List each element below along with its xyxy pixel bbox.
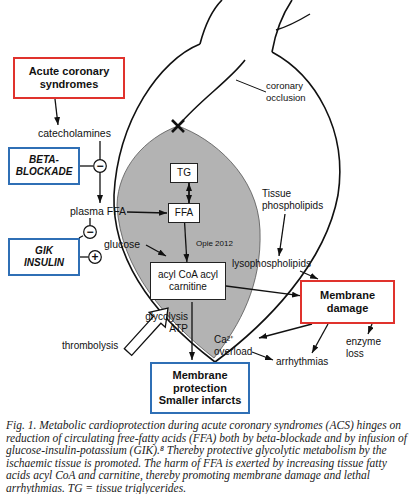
occlusion-mark — [172, 120, 184, 132]
syndrome-box: Acute coronary syndromes — [13, 57, 125, 99]
node-text: − — [86, 226, 93, 238]
promote-circle: + — [88, 250, 102, 264]
connector — [188, 183, 189, 203]
therapy-box: BETA-BLOCKADE — [8, 147, 80, 185]
inhibit-circle: − — [93, 159, 107, 173]
flow-arrow — [300, 271, 318, 279]
connector — [80, 165, 93, 166]
text-label: Ca²⁺ overload — [214, 334, 258, 358]
node-text: acyl CoA acyl carnitine — [155, 269, 221, 293]
therapy-box: GIK INSULIN — [8, 238, 80, 276]
circle-shape — [89, 251, 102, 264]
aorta-left — [200, 0, 222, 44]
tissue-box: TG — [170, 163, 198, 183]
text-label: plasma FFA — [70, 205, 126, 217]
text-label: Opie 2012 — [196, 238, 233, 250]
text-label: coronary occlusion — [266, 80, 320, 104]
aorta-right — [272, 0, 292, 52]
connector — [188, 183, 189, 203]
flow-arrow — [259, 324, 312, 338]
inhibit-line — [89, 218, 90, 225]
connector — [80, 256, 88, 257]
text-label: glycolysis ATP — [138, 311, 188, 335]
circle-shape — [94, 160, 107, 173]
node-text: GIK INSULIN — [20, 245, 68, 269]
connector — [79, 236, 83, 238]
connector — [185, 223, 187, 262]
text-label: lysophospholipids — [232, 258, 311, 270]
coronary-artery — [178, 60, 245, 126]
node-text: FFA — [175, 207, 193, 219]
node-text: Acute coronary syndromes — [21, 65, 117, 91]
flow-arrow — [312, 324, 328, 353]
tissue-box: FFA — [168, 203, 200, 223]
text-label: catecholamines — [38, 127, 111, 139]
node-text: Membrane protection Smaller infarcts — [156, 369, 244, 408]
connector — [226, 286, 300, 296]
flow-arrow — [55, 99, 58, 125]
outcome-box: Membrane protection Smaller infarcts — [150, 362, 250, 414]
flow-arrow — [252, 352, 273, 360]
flow-arrow — [127, 212, 167, 213]
flow-arrow — [146, 245, 166, 256]
leader-line — [236, 80, 266, 92]
node-text: − — [96, 160, 103, 172]
outcome-box: Membrane damage — [300, 280, 395, 324]
node-text: Membrane damage — [314, 289, 381, 315]
text-label: thrombolysis — [62, 340, 118, 352]
vessel-branch — [276, 14, 310, 30]
flow-arrow — [368, 324, 372, 334]
figure-caption: Fig. 1. Metabolic cardioprotection durin… — [6, 419, 413, 494]
flow-arrow — [279, 214, 285, 256]
flow-arrow — [191, 302, 192, 360]
node-text: TG — [177, 167, 191, 179]
text-label: enzyme loss — [346, 336, 388, 360]
circle-shape — [84, 226, 97, 239]
text-label: arrhythmias — [276, 356, 328, 368]
tissue-box: acyl CoA acyl carnitine — [150, 262, 226, 300]
text-label: Tissue phospholipids — [262, 188, 332, 212]
node-text: + — [91, 251, 98, 263]
node-text: BETA-BLOCKADE — [13, 154, 75, 178]
inhibit-circle: − — [83, 225, 97, 239]
text-label: glucose — [104, 238, 140, 250]
